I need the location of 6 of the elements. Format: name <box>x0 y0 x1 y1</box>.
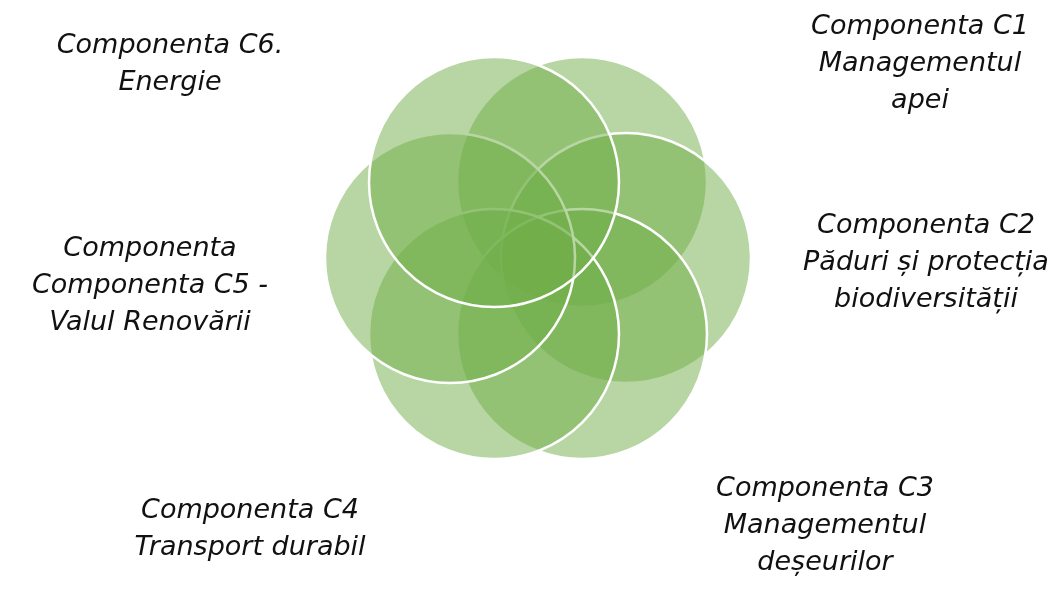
component-label: Componenta C4 Transport durabil <box>133 492 367 563</box>
component-label: Componenta Componenta C5 - Valul Renovării <box>30 230 270 338</box>
component-label: Componenta C1 Managementul apei <box>810 8 1030 116</box>
component-label: Componenta C2 Păduri și protecția biodiversității <box>802 207 1050 316</box>
component-label: Componenta C6. Energie <box>55 27 285 98</box>
component-label: Componenta C3 Managementul deșeurilor <box>715 470 935 578</box>
